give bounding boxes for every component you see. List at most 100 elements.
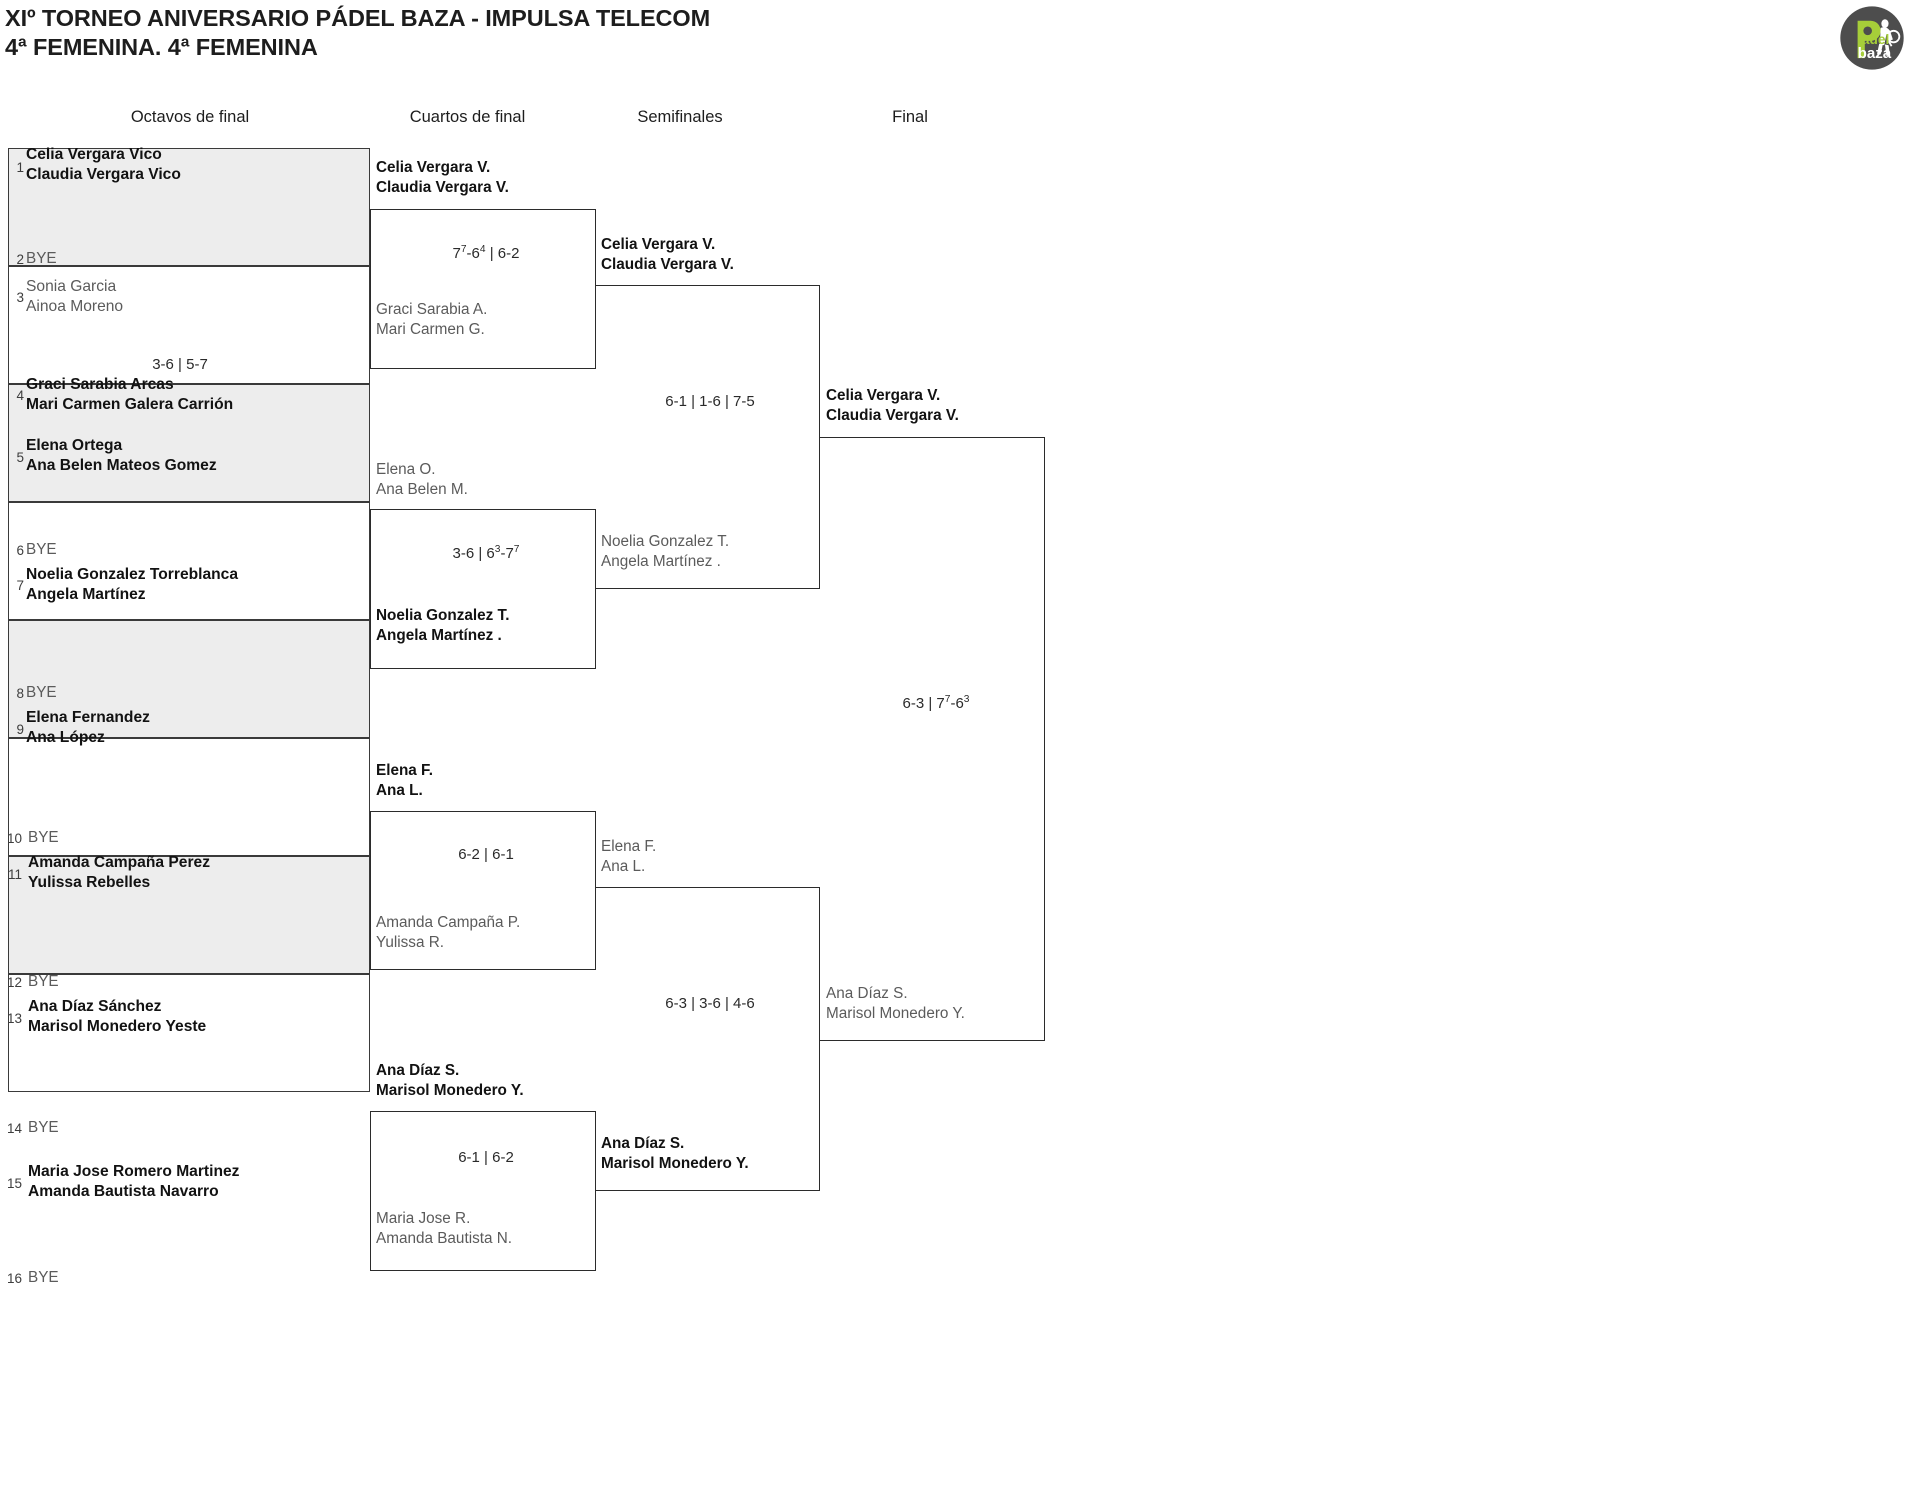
r1-match-block-1[interactable] [8, 148, 370, 266]
final-team-top[interactable]: Celia Vergara V. Claudia Vergara V. [826, 386, 959, 425]
title-line-2: 4ª FEMENINA. 4ª FEMENINA [5, 34, 318, 60]
team-line-1: Sonia Garcia [26, 278, 117, 295]
team-line-2: Amanda Bautista Navarro [28, 1182, 219, 1200]
svg-text:baza: baza [1858, 45, 1892, 62]
seed-number: 13 [6, 1011, 22, 1026]
team-line-1: Noelia Gonzalez Torreblanca [26, 566, 239, 583]
team-line-1: Maria Jose Romero Martinez [28, 1163, 240, 1180]
sf2-score-text: 6-3 | 3-6 | 4-6 [665, 995, 755, 1012]
team-line-2: Ana L. [376, 781, 423, 799]
r1-team-4[interactable]: Graci Sarabia Arcas Mari Carmen Galera C… [26, 375, 233, 414]
team-line-2: Marisol Monedero Y. [376, 1081, 524, 1099]
r1-match-block-7[interactable] [8, 856, 370, 974]
qf2-team-top[interactable]: Elena O. Ana Belen M. [376, 460, 468, 499]
qf2-bracket-left [370, 509, 371, 668]
team-line-2: Yulissa Rebelles [28, 873, 151, 891]
r1-team-1[interactable]: Celia Vergara Vico Claudia Vergara Vico [26, 145, 181, 184]
qf2-team-bottom[interactable]: Noelia Gonzalez T. Angela Martínez . [376, 606, 509, 645]
sf1-score: 6-1 | 1-6 | 7-5 [610, 393, 810, 410]
team-line-1: Ana Díaz S. [376, 1062, 460, 1079]
qf4-score-text: 6-1 | 6-2 [458, 1149, 514, 1166]
sf1-score-text: 6-1 | 1-6 | 7-5 [665, 393, 755, 410]
qf1-bracket-bottom [370, 368, 596, 369]
final-bracket-bottom [820, 1040, 1045, 1041]
qf1-team-bottom[interactable]: Graci Sarabia A. Mari Carmen G. [376, 300, 487, 339]
team-line-1: Celia Vergara V. [601, 236, 716, 253]
qf3-bracket-bottom [370, 969, 596, 970]
qf2-score: 3-6 | 63-77 [386, 544, 586, 562]
final-score: 6-3 | 77-63 [836, 694, 1036, 712]
qf4-team-top[interactable]: Ana Díaz S. Marisol Monedero Y. [376, 1061, 524, 1100]
sf1-team-bottom[interactable]: Noelia Gonzalez T. Angela Martínez . [601, 532, 729, 571]
sf1-bracket-bottom [596, 588, 820, 589]
r1-team-2-bye: BYE [26, 250, 57, 267]
r1-team-11[interactable]: Amanda Campaña Perez Yulissa Rebelles [28, 853, 210, 892]
team-line-2: Ana Belen M. [376, 480, 468, 498]
team-line-2: Ana L. [601, 857, 646, 875]
team-line-2: Claudia Vergara V. [826, 406, 959, 424]
r1-team-5[interactable]: Elena Ortega Ana Belen Mateos Gomez [26, 436, 217, 475]
r1-team-8-bye: BYE [26, 684, 57, 701]
qf4-bracket-bottom [370, 1270, 596, 1271]
seed-number: 9 [16, 722, 24, 737]
qf4-team-bottom[interactable]: Maria Jose R. Amanda Bautista N. [376, 1209, 512, 1248]
team-line-2: Angela Martínez . [601, 552, 721, 570]
qf1-team-top[interactable]: Celia Vergara V. Claudia Vergara V. [376, 158, 509, 197]
team-line-2: Claudia Vergara Vico [26, 165, 181, 183]
round-header-final: Final [892, 108, 928, 126]
qf2-score-text: 3-6 | 63-77 [452, 544, 520, 562]
qf3-team-bottom[interactable]: Amanda Campaña P. Yulissa R. [376, 913, 520, 952]
r1-match-block-5[interactable] [8, 620, 370, 738]
r1-team-6-bye: BYE [26, 541, 57, 558]
seed-number: 8 [16, 686, 24, 701]
seed-number: 7 [16, 578, 24, 593]
team-line-1: Celia Vergara Vico [26, 146, 162, 163]
final-team-bottom[interactable]: Ana Díaz S. Marisol Monedero Y. [826, 984, 965, 1023]
r1-team-15[interactable]: Maria Jose Romero Martinez Amanda Bautis… [28, 1162, 239, 1201]
qf3-score: 6-2 | 6-1 [386, 846, 586, 863]
qf1-score-text: 77-64 | 6-2 [452, 244, 520, 262]
seed-number: 1 [16, 160, 24, 175]
final-bracket-top [820, 437, 1045, 438]
team-line-2: Marisol Monedero Y. [601, 1154, 749, 1172]
title-line-1: XIº TORNEO ANIVERSARIO PÁDEL BAZA - IMPU… [5, 5, 711, 31]
qf4-bracket-top [370, 1111, 596, 1112]
team-line-2: Claudia Vergara V. [376, 178, 509, 196]
r1-team-13[interactable]: Ana Díaz Sánchez Marisol Monedero Yeste [28, 997, 206, 1036]
r1-match-block-3[interactable] [8, 384, 370, 502]
team-line-2: Mari Carmen Galera Carrión [26, 395, 234, 413]
r1-team-14-bye: BYE [28, 1119, 59, 1136]
r1-match-block-8[interactable] [8, 974, 370, 1092]
sf2-team-top[interactable]: Elena F. Ana L. [601, 837, 656, 876]
sf2-team-bottom[interactable]: Ana Díaz S. Marisol Monedero Y. [601, 1134, 749, 1173]
sf1-team-top[interactable]: Celia Vergara V. Claudia Vergara V. [601, 235, 734, 274]
team-line-2: Ana López [26, 728, 105, 746]
team-line-1: Graci Sarabia A. [376, 301, 488, 318]
seed-number: 3 [16, 290, 24, 305]
team-line-2: Mari Carmen G. [376, 320, 485, 338]
qf3-score-text: 6-2 | 6-1 [458, 846, 514, 863]
sf2-bracket-top [596, 887, 820, 888]
qf3-team-top[interactable]: Elena F. Ana L. [376, 761, 433, 800]
final-score-text: 6-3 | 77-63 [902, 694, 970, 712]
padel-baza-logo-icon: adel baza [1836, 2, 1908, 74]
team-line-1: Celia Vergara V. [376, 159, 491, 176]
sf2-bracket-right [819, 887, 820, 1190]
seed-number: 11 [7, 867, 22, 882]
team-line-1: Elena F. [376, 762, 433, 779]
r1-team-3[interactable]: Sonia Garcia Ainoa Moreno [26, 277, 123, 316]
qf1-score: 77-64 | 6-2 [386, 244, 586, 262]
r1-team-9[interactable]: Elena Fernandez Ana López [26, 708, 150, 747]
seed-number: 4 [16, 388, 24, 403]
qf4-bracket-left [370, 1111, 371, 1270]
svg-text:adel: adel [1862, 32, 1889, 47]
r1-match-block-4[interactable] [8, 502, 370, 620]
sf2-score: 6-3 | 3-6 | 4-6 [610, 995, 810, 1012]
r1-team-7[interactable]: Noelia Gonzalez Torreblanca Angela Martí… [26, 565, 238, 604]
r1-match-block-2[interactable] [8, 266, 370, 384]
qf3-bracket-left [370, 811, 371, 969]
team-line-2: Marisol Monedero Y. [826, 1004, 965, 1022]
r1-match-block-6[interactable] [8, 738, 370, 856]
seed-number: 10 [6, 831, 22, 846]
